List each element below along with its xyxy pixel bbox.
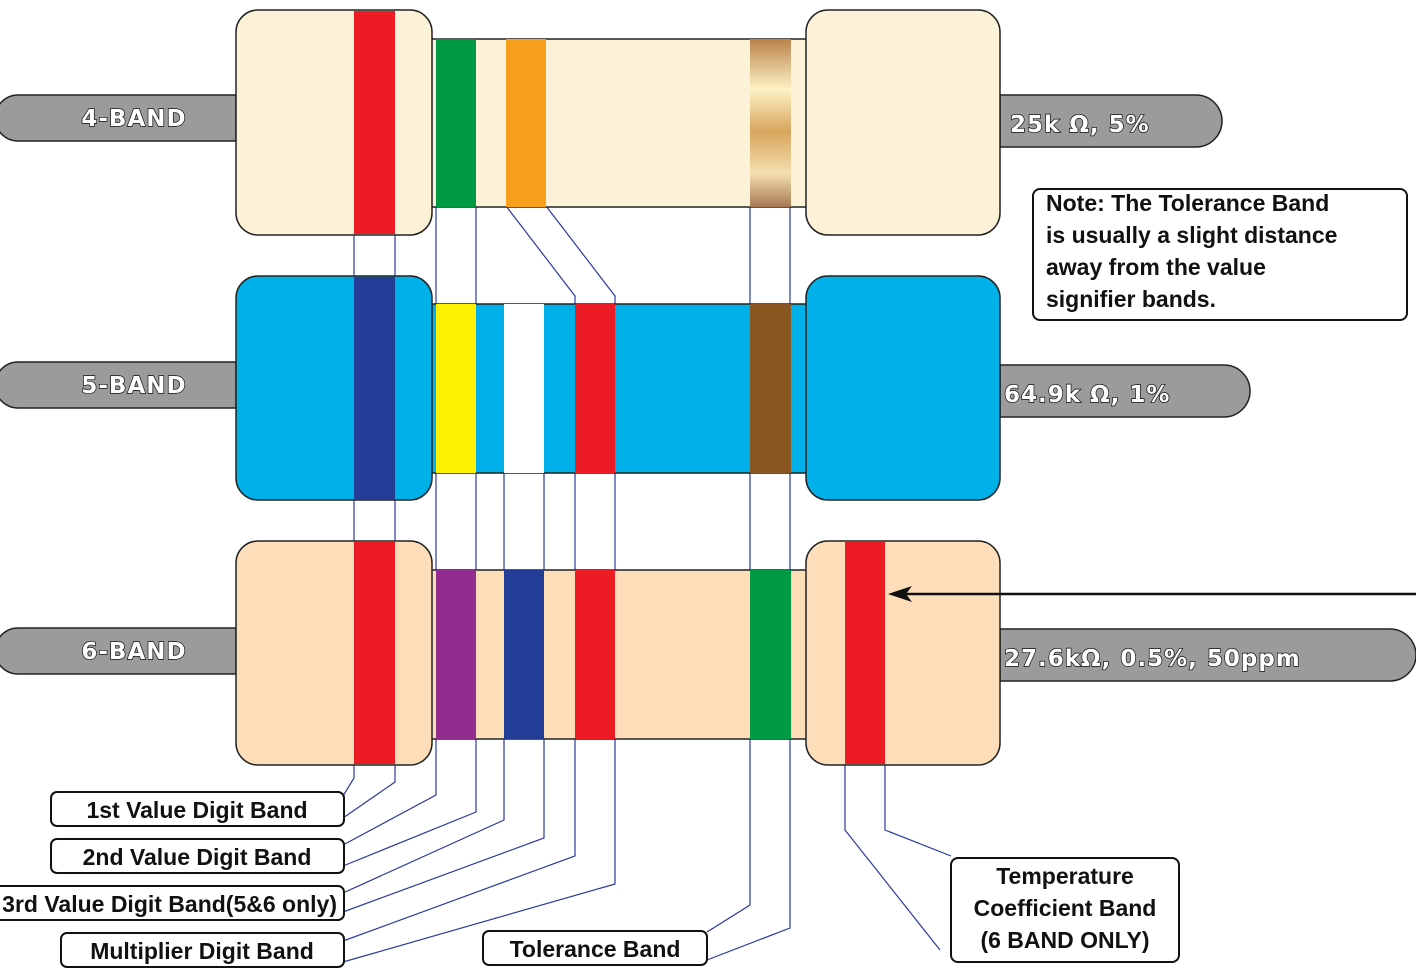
lead-right-5-band [999, 364, 1251, 418]
band-tempco-6-band [845, 542, 885, 764]
lead-left-4-band [0, 94, 237, 142]
resistor-5-band: 5-BAND 64.9k Ω, 1% [0, 275, 1251, 501]
resistor-6-band: 6-BAND 27.6kΩ, 0.5%, 50ppm [0, 540, 1416, 766]
callout-tolerance-text: Tolerance Band [510, 936, 681, 962]
callout-tempco-line-2: Coefficient Band [974, 895, 1157, 921]
callout-2nd-digit-text: 2nd Value Digit Band [83, 844, 312, 870]
callout-2nd-digit: 2nd Value Digit Band [50, 838, 345, 874]
callout-multiplier-text: Multiplier Digit Band [90, 938, 314, 964]
note-line-2: is usually a slight distance [1046, 222, 1337, 248]
band-multiplier-5-band [575, 304, 615, 473]
callout-3rd-digit-text: 3rd Value Digit Band(5&6 only) [2, 891, 337, 917]
band-tolerance-4-band [750, 39, 791, 207]
band-multiplier-6-band [575, 570, 615, 739]
left-cap-6-band [235, 540, 433, 766]
label-5-band: 5-BAND [81, 373, 186, 399]
band-tolerance-6-band [750, 570, 791, 739]
note-box: Note: The Tolerance Band is usually a sl… [1032, 188, 1408, 321]
callout-tempco: Temperature Coefficient Band (6 BAND ONL… [950, 857, 1180, 963]
note-line-4: signifier bands. [1046, 286, 1216, 312]
lead-left-5-band [0, 361, 237, 409]
left-cap-5-band [235, 275, 433, 501]
right-cap-4-band [805, 9, 1001, 236]
callout-multiplier: Multiplier Digit Band [60, 932, 345, 968]
callout-labels: 1st Value Digit Band 2nd Value Digit Ban… [0, 791, 1180, 968]
note-line-1: Note: The Tolerance Band [1046, 190, 1329, 216]
right-cap-6-band [805, 540, 1001, 766]
label-4-band: 4-BAND [81, 106, 186, 132]
callout-1st-digit: 1st Value Digit Band [50, 791, 345, 827]
band-tolerance-5-band [750, 304, 791, 473]
band-3rd-digit-6-band [504, 570, 544, 739]
lead-right-4-band [999, 94, 1223, 148]
tempco-arrow [888, 586, 1416, 602]
band-1st-digit-4-band [354, 11, 395, 234]
band-1st-digit-6-band [354, 542, 395, 764]
callout-tempco-line-1: Temperature [996, 863, 1134, 889]
label-6-band: 6-BAND [81, 639, 186, 665]
arrow-head-icon [888, 586, 912, 602]
value-4-band: 25k Ω, 5% [1010, 112, 1150, 138]
callout-1st-digit-text: 1st Value Digit Band [86, 797, 307, 823]
resistor-4-band: 4-BAND 25k Ω, 5% [0, 9, 1223, 236]
connector-lines [342, 205, 952, 963]
left-cap-4-band [235, 9, 433, 236]
band-1st-digit-5-band [354, 277, 395, 499]
value-6-band: 27.6kΩ, 0.5%, 50ppm [1004, 646, 1301, 672]
note-line-3: away from the value [1046, 254, 1266, 280]
band-multiplier-4-band [506, 39, 546, 207]
right-cap-5-band [805, 275, 1001, 501]
note-frame [1032, 188, 1408, 321]
band-2nd-digit-4-band [436, 39, 476, 207]
band-2nd-digit-5-band [436, 304, 476, 473]
callout-tolerance: Tolerance Band [482, 930, 708, 966]
band-2nd-digit-6-band [436, 570, 476, 739]
callout-3rd-digit: 3rd Value Digit Band(5&6 only) [0, 885, 345, 921]
band-3rd-digit-5-band [504, 304, 544, 473]
value-5-band: 64.9k Ω, 1% [1004, 382, 1170, 408]
callout-tempco-line-3: (6 BAND ONLY) [980, 927, 1149, 953]
lead-left-6-band [0, 627, 237, 675]
